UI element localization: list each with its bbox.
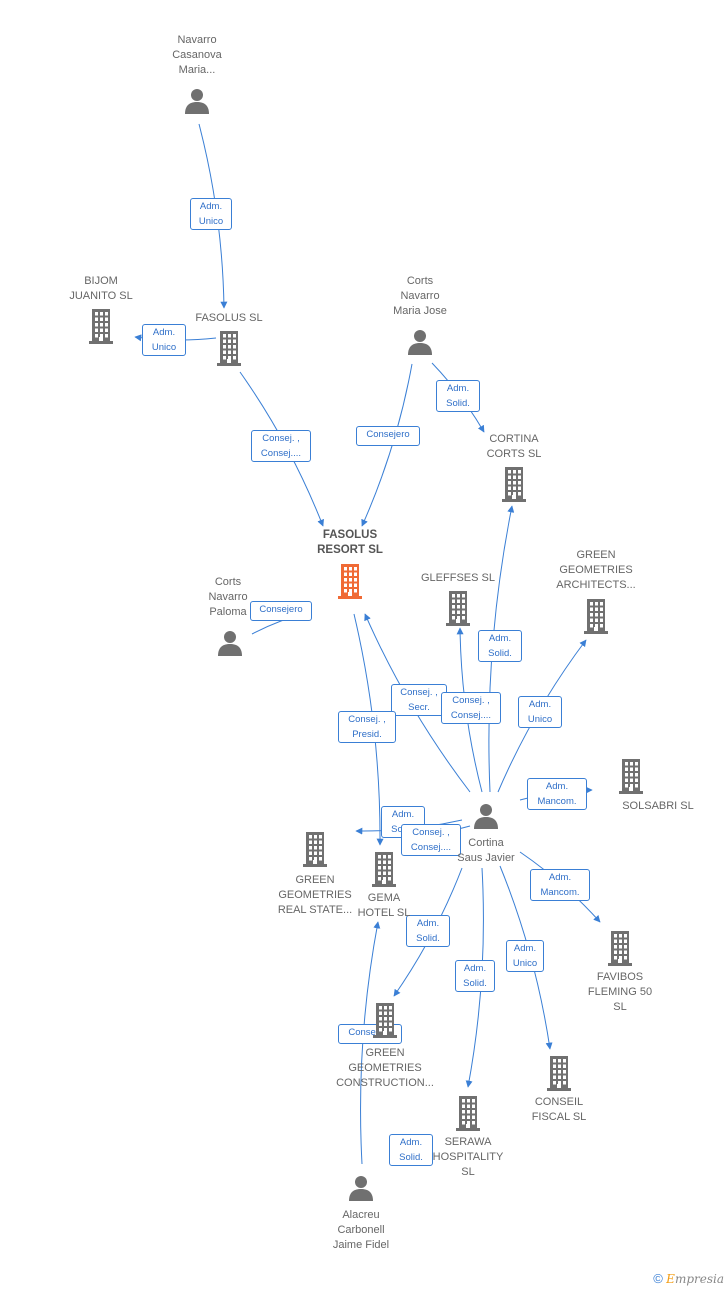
node-label-serawa[interactable]: SERAWA HOSPITALITY SL — [432, 1136, 504, 1178]
edge-label-fasolus_sl-to-fasolus_resort[interactable]: Consej. , Consej.... — [251, 430, 311, 462]
company-building-icon[interactable] — [86, 308, 116, 349]
brand-footer: © Empresia — [653, 1271, 724, 1286]
node-label-gema_hotel[interactable]: GEMA HOTEL SL — [357, 892, 411, 919]
person-icon[interactable] — [182, 86, 212, 121]
edge-line-corts_maria_jose-to-fasolus_resort — [361, 363, 413, 527]
company-building-icon[interactable] — [443, 590, 473, 631]
company-building-icon[interactable] — [581, 598, 611, 639]
edge-label-cortina_saus-to-gema_hotel[interactable]: Consej. , Consej.... — [401, 824, 461, 856]
edge-label-cortina_saus-to-gleffses[interactable]: Consej. , Consej.... — [441, 692, 501, 724]
main-company-building-icon[interactable] — [335, 563, 365, 604]
person-icon[interactable] — [471, 801, 501, 836]
edge-label-alacreu-to-serawa[interactable]: Adm. Solid. — [389, 1134, 433, 1166]
company-building-icon[interactable] — [499, 466, 529, 507]
node-label-gleffses[interactable]: GLEFFSES SL — [421, 572, 495, 584]
company-building-icon[interactable] — [544, 1055, 574, 1096]
company-building-icon[interactable] — [370, 1002, 400, 1043]
person-icon[interactable] — [405, 327, 435, 362]
company-building-icon[interactable] — [605, 930, 635, 971]
edge-label-corts_paloma-to-fasolus_resort[interactable]: Consejero — [250, 601, 312, 621]
node-label-green_real_state[interactable]: GREEN GEOMETRIES REAL STATE... — [277, 874, 353, 916]
edge-label-navarro_casanova-to-fasolus_sl[interactable]: Adm. Unico — [190, 198, 232, 230]
edge-label-cortina_saus-to-favibos[interactable]: Adm. Mancom. — [530, 869, 590, 901]
node-label-conseil[interactable]: CONSEIL FISCAL SL — [531, 1096, 587, 1123]
edge-label-fasolus_sl-to-bijom[interactable]: Adm. Unico — [142, 324, 186, 356]
edge-label-cortina_saus-to-green_construction[interactable]: Adm. Solid. — [406, 915, 450, 947]
node-label-solsabri[interactable]: SOLSABRI SL — [622, 800, 694, 812]
node-label-green_construction[interactable]: GREEN GEOMETRIES CONSTRUCTION... — [336, 1047, 434, 1089]
brand-initial: E — [666, 1272, 675, 1286]
edge-label-corts_maria_jose-to-cortina_corts[interactable]: Adm. Solid. — [436, 380, 480, 412]
company-building-icon[interactable] — [453, 1095, 483, 1136]
company-building-icon[interactable] — [369, 851, 399, 892]
person-icon[interactable] — [215, 628, 245, 663]
edge-label-cortina_saus-to-conseil[interactable]: Adm. Unico — [506, 940, 544, 972]
brand-name: mpresia — [674, 1272, 724, 1286]
edge-label-fasolus_resort-to-gema_hotel[interactable]: Consej. , Presid. — [338, 711, 396, 743]
edge-label-cortina_saus-to-solsabri[interactable]: Adm. Mancom. — [527, 778, 587, 810]
edge-label-corts_maria_jose-to-fasolus_resort[interactable]: Consejero — [356, 426, 420, 446]
node-label-alacreu[interactable]: Alacreu Carbonell Jaime Fidel — [332, 1209, 390, 1251]
node-label-corts_maria_jose[interactable]: Corts Navarro Maria Jose — [393, 275, 447, 317]
node-label-bijom[interactable]: BIJOM JUANITO SL — [69, 275, 133, 302]
node-label-fasolus_resort[interactable]: FASOLUS RESORT SL — [317, 529, 383, 556]
edge-label-cortina_saus-to-fasolus_resort[interactable]: Consej. , Secr. — [391, 684, 447, 716]
node-label-cortina_corts[interactable]: CORTINA CORTS SL — [486, 433, 542, 460]
edge-label-cortina_saus-to-green_architects[interactable]: Adm. Unico — [518, 696, 562, 728]
company-building-icon[interactable] — [300, 831, 330, 872]
node-label-cortina_saus[interactable]: Cortina Saus Javier — [457, 837, 515, 864]
edge-label-cortina_saus-to-serawa[interactable]: Adm. Solid. — [455, 960, 495, 992]
edge-label-cortina_saus-to-cortina_corts[interactable]: Adm. Solid. — [478, 630, 522, 662]
copyright-symbol: © — [653, 1271, 663, 1286]
node-label-navarro_casanova[interactable]: Navarro Casanova Maria... — [172, 34, 222, 76]
node-label-green_architects[interactable]: GREEN GEOMETRIES ARCHITECTS... — [556, 549, 636, 591]
company-building-icon[interactable] — [616, 758, 646, 799]
person-icon[interactable] — [346, 1173, 376, 1208]
company-building-icon[interactable] — [214, 330, 244, 371]
node-label-favibos[interactable]: FAVIBOS FLEMING 50 SL — [587, 971, 653, 1013]
node-label-corts_paloma[interactable]: Corts Navarro Paloma — [208, 576, 248, 618]
node-label-fasolus_sl[interactable]: FASOLUS SL — [195, 312, 263, 324]
